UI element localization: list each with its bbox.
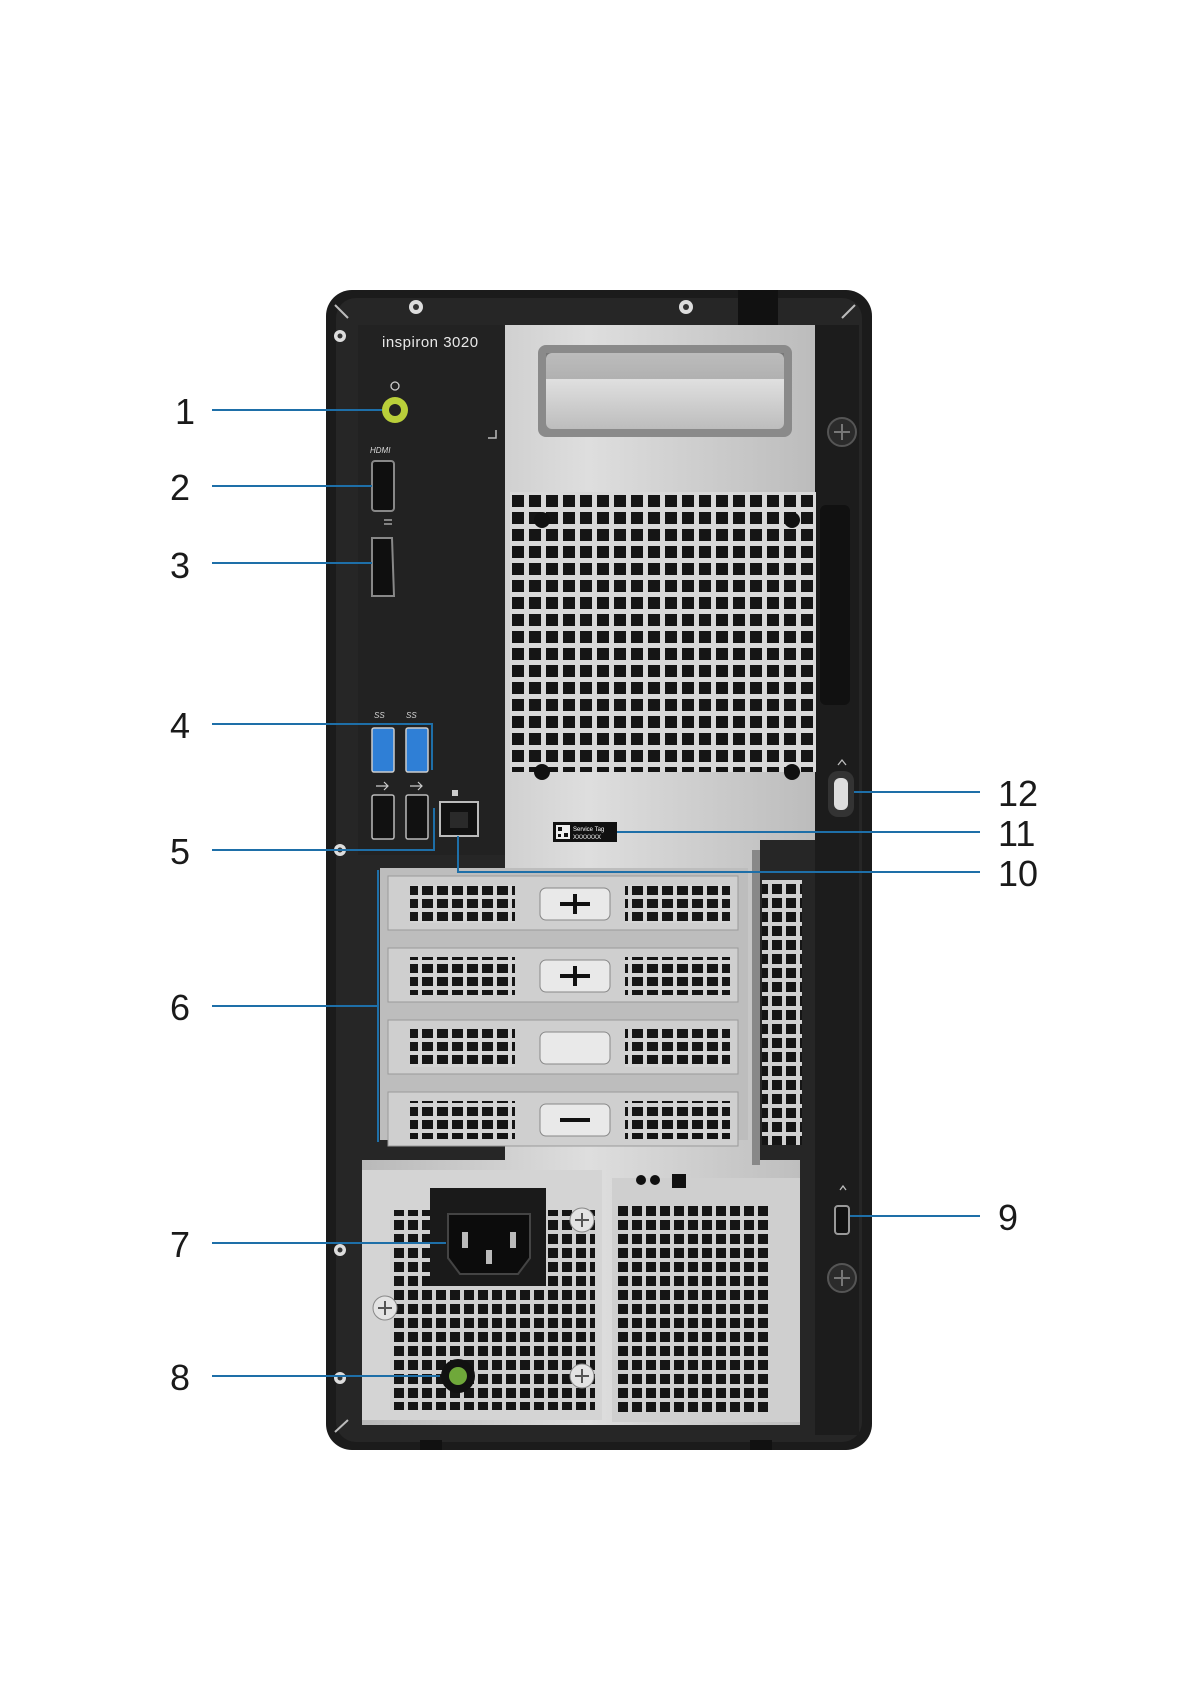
callout-11: 11	[998, 813, 1035, 854]
callout-5: 5	[170, 831, 190, 872]
service-tag-label: Service Tag XXXXXXX	[553, 822, 617, 842]
expansion-slot-1	[388, 876, 738, 930]
service-tag-title: Service Tag	[573, 827, 604, 833]
expansion-slot-2	[388, 948, 738, 1002]
usb3-right-label: SS	[406, 711, 417, 720]
psu-diagnostic-button	[441, 1359, 475, 1393]
power-cable-port	[430, 1188, 546, 1286]
carry-handle	[538, 345, 792, 437]
callout-12: 12	[998, 773, 1038, 814]
callout-8: 8	[170, 1357, 190, 1398]
callout-1: 1	[175, 391, 195, 432]
expansion-card-slots	[380, 850, 802, 1165]
expansion-slot-4	[388, 1092, 738, 1146]
expansion-slot-3	[388, 1020, 738, 1074]
callout-3: 3	[170, 545, 190, 586]
power-supply	[362, 1170, 602, 1420]
model-name-label: inspiron 3020	[382, 334, 479, 351]
fan-vent-grille	[510, 492, 816, 780]
service-tag-code: XXXXXXX	[573, 835, 601, 841]
callout-7: 7	[170, 1224, 190, 1265]
side-panel-strip	[815, 325, 859, 1435]
usb3-left-label: SS	[374, 711, 385, 720]
callout-2: 2	[170, 467, 190, 508]
callout-10: 10	[998, 853, 1038, 894]
callout-9: 9	[998, 1197, 1018, 1238]
callout-4: 4	[170, 705, 190, 746]
callout-6: 6	[170, 987, 190, 1028]
lower-vent-grille	[612, 1174, 800, 1422]
hdmi-label: HDMI	[370, 446, 391, 455]
